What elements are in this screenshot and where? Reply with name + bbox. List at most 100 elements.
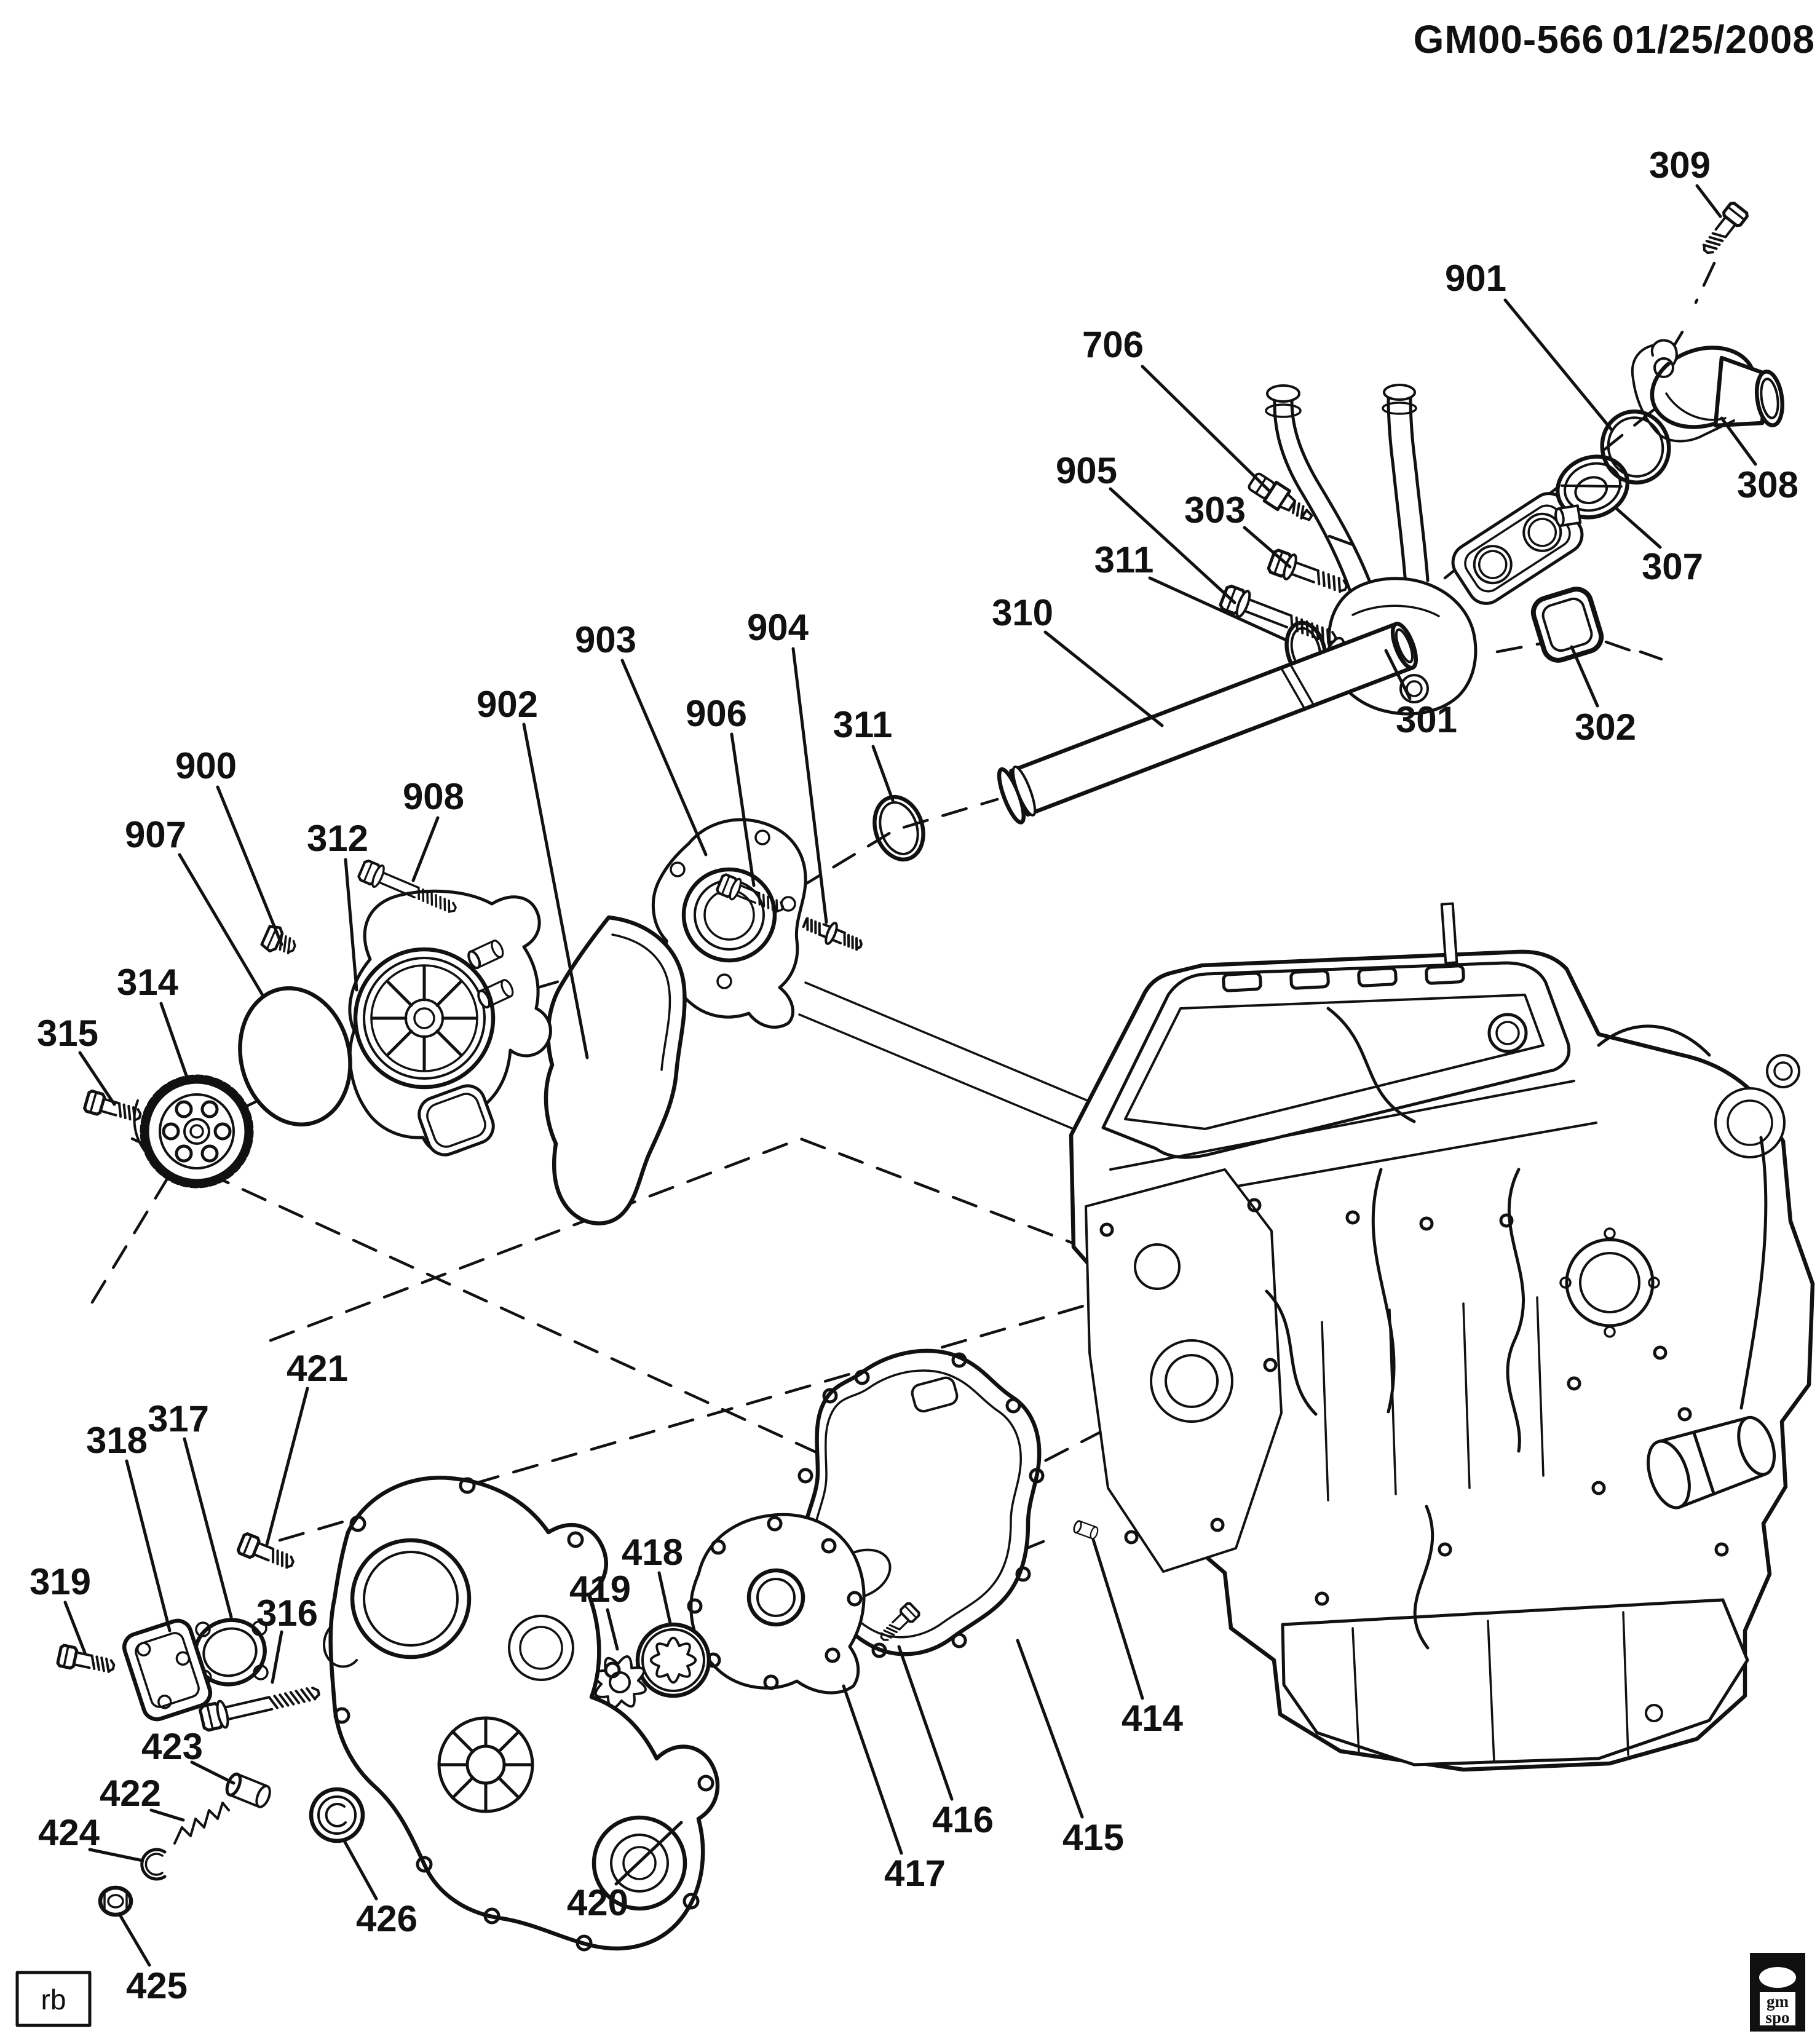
leader-907 <box>178 853 265 998</box>
part-label-318: 318 <box>86 1420 148 1461</box>
part-label-319: 319 <box>30 1561 91 1602</box>
oil-pump-cover-417 <box>687 1513 866 1695</box>
bolt-315 <box>84 1090 143 1125</box>
sprocket-314 <box>133 1074 254 1189</box>
part-label-706: 706 <box>1082 324 1144 365</box>
engine-silhouette <box>1069 949 1815 1772</box>
leader-908 <box>411 816 440 882</box>
leader-706 <box>1141 365 1272 494</box>
seal-disc-907 <box>238 986 352 1126</box>
relief-spring-422 <box>173 1802 230 1845</box>
pump-body-312 <box>348 889 552 1157</box>
leader-423 <box>190 1760 235 1785</box>
gmspo-logo: gm spo <box>1750 1953 1805 2032</box>
heater-hose-b <box>1382 384 1430 586</box>
doc-date: 01/25/2008 <box>1612 17 1815 61</box>
leader-425 <box>119 1914 151 1967</box>
leader-902 <box>522 722 589 1059</box>
leader-317 <box>183 1437 233 1619</box>
water-pump-cluster <box>84 622 1418 1225</box>
part-label-315: 315 <box>37 1013 98 1054</box>
leader-420 <box>614 1821 683 1886</box>
part-label-416: 416 <box>932 1799 994 1840</box>
coolant-sensor-706 <box>1248 472 1313 521</box>
leader-309 <box>1695 184 1722 218</box>
leader-316 <box>271 1630 283 1684</box>
part-label-905: 905 <box>1056 450 1117 491</box>
idler-pulley <box>1714 1087 1786 1158</box>
part-label-312: 312 <box>307 818 368 859</box>
lift-hook <box>1766 1054 1800 1088</box>
leader-415 <box>1016 1639 1084 1819</box>
part-label-302: 302 <box>1575 706 1636 748</box>
rb-box <box>15 1971 92 2027</box>
part-label-314: 314 <box>117 962 179 1003</box>
oil-pan <box>1281 1598 1749 1767</box>
logo-line-top: gm <box>1767 1992 1789 2011</box>
thermostat-cluster <box>1219 202 1784 716</box>
leader-314 <box>159 1002 189 1079</box>
part-label-308: 308 <box>1737 464 1798 505</box>
leader-904 <box>791 647 828 924</box>
impeller-spokes <box>371 965 478 1072</box>
leader-416 <box>897 1645 954 1801</box>
part-label-423: 423 <box>141 1726 203 1767</box>
part-label-906: 906 <box>686 693 747 734</box>
leader-422 <box>149 1808 185 1822</box>
doc-id: GM00-566 <box>1414 17 1604 61</box>
coil-pack <box>1222 964 1465 992</box>
part-label-307: 307 <box>1642 546 1703 587</box>
front-seal-426 <box>309 1787 365 1843</box>
leader-307 <box>1615 507 1662 549</box>
leader-311 <box>871 745 895 802</box>
engine-bolt-dots <box>1099 1198 1729 1606</box>
part-label-415: 415 <box>1062 1817 1124 1858</box>
part-label-420: 420 <box>567 1882 628 1923</box>
leader-418 <box>657 1571 672 1625</box>
bolt-303 <box>1267 548 1351 600</box>
part-label-903: 903 <box>575 619 636 660</box>
leader-426 <box>342 1839 378 1901</box>
engine-assembly <box>1069 902 1815 1772</box>
valve-cover <box>1101 961 1571 1159</box>
leader-414 <box>1091 1538 1144 1700</box>
dowel-pin-414 <box>1072 1519 1100 1541</box>
leader-302 <box>1570 645 1599 708</box>
part-label-907: 907 <box>125 814 186 855</box>
heater-hose-a <box>1265 384 1373 593</box>
logo-line-bottom: spo <box>1765 2008 1789 2027</box>
pipe-310 <box>997 622 1418 825</box>
part-label-316: 316 <box>256 1593 318 1634</box>
leader-318 <box>125 1459 172 1632</box>
retainer-424 <box>140 1848 167 1881</box>
part-label-303: 303 <box>1184 489 1246 531</box>
part-label-426: 426 <box>356 1898 417 1939</box>
oring-311-lower <box>872 794 925 862</box>
leader-417 <box>842 1684 903 1855</box>
part-label-904: 904 <box>747 607 809 648</box>
lift-bracket <box>1440 902 1458 965</box>
part-label-311: 311 <box>833 704 893 745</box>
part-label-421: 421 <box>287 1348 348 1389</box>
oil-filler-cap <box>1487 1013 1528 1053</box>
rb-mark: rb <box>41 1984 66 2016</box>
timing-cover-420 <box>323 1476 720 1952</box>
valve-plug-423 <box>224 1772 272 1809</box>
rotor-418-lobes <box>649 1636 697 1684</box>
part-label-902: 902 <box>477 684 538 725</box>
cap-nut-425 <box>98 1885 133 1917</box>
bolt-319 <box>57 1645 116 1677</box>
outer-rotor-418 <box>635 1622 711 1698</box>
part-label-901: 901 <box>1445 258 1506 299</box>
water-outlet-308 <box>1631 339 1784 443</box>
bolt-316 <box>199 1679 322 1733</box>
part-label-425: 425 <box>126 1965 188 2006</box>
cover-bolt-holes <box>333 1477 714 1952</box>
leader-311 <box>1148 576 1289 643</box>
starter-motor <box>1647 1415 1776 1510</box>
gasket-317 <box>193 1618 269 1687</box>
part-label-417: 417 <box>884 1853 946 1894</box>
part-label-311: 311 <box>1094 539 1154 580</box>
